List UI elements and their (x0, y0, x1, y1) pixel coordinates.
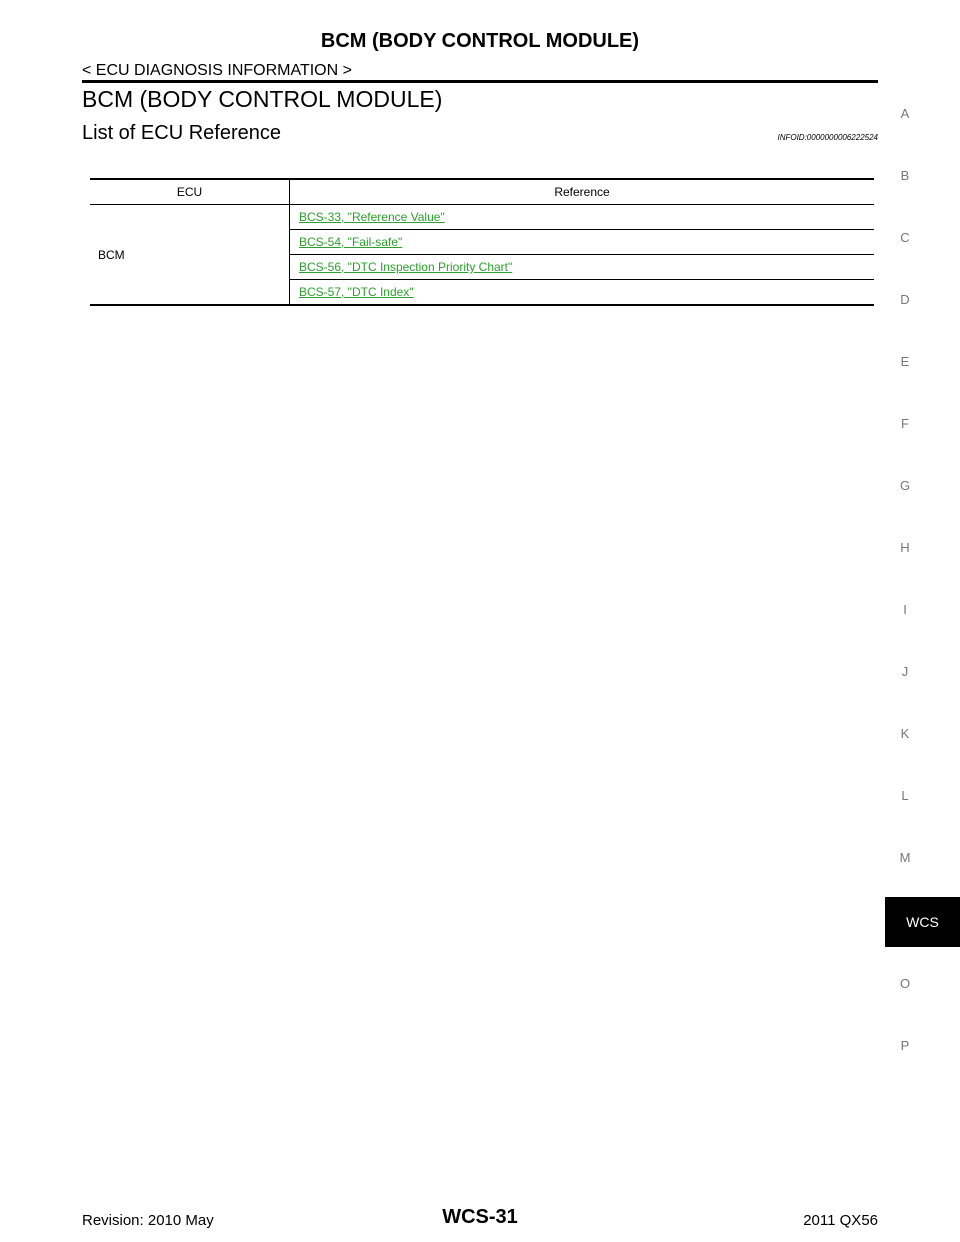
index-tab-d[interactable]: D (900, 292, 910, 307)
index-tab-p[interactable]: P (900, 1038, 910, 1053)
subsection-heading: List of ECU Reference (82, 122, 281, 144)
header-divider (82, 80, 878, 83)
column-header-reference: Reference (554, 185, 610, 199)
index-tab-j[interactable]: J (901, 664, 909, 679)
index-tab-c[interactable]: C (900, 230, 910, 245)
reference-link[interactable]: BCS-54, "Fail-safe" (299, 235, 403, 249)
reference-link[interactable]: BCS-57, "DTC Index" (299, 285, 414, 299)
table-row: BCM BCS-33, "Reference Value" (90, 204, 874, 306)
index-tab-m[interactable]: M (899, 850, 911, 865)
index-tab-b[interactable]: B (900, 168, 910, 183)
index-tab-o[interactable]: O (899, 976, 911, 991)
index-tab-k[interactable]: K (900, 726, 910, 741)
index-tab-l[interactable]: L (901, 788, 909, 803)
footer-revision: Revision: 2010 May (82, 1212, 214, 1229)
reference-cell: BCS-33, "Reference Value" (289, 204, 874, 230)
reference-link[interactable]: BCS-56, "DTC Inspection Priority Chart" (299, 260, 513, 274)
ecu-cell: BCM (90, 204, 290, 306)
index-tab-h[interactable]: H (900, 540, 910, 555)
reference-link[interactable]: BCS-33, "Reference Value" (299, 210, 445, 224)
page-title: BCM (BODY CONTROL MODULE) (320, 30, 640, 52)
index-tab-a[interactable]: A (900, 106, 910, 121)
column-header-ecu: ECU (90, 179, 290, 205)
index-tab-f[interactable]: F (901, 416, 909, 431)
index-tab-e[interactable]: E (900, 354, 910, 369)
info-id: INFOID:0000000006222524 (777, 133, 878, 142)
index-tab-i[interactable]: I (903, 602, 907, 617)
reference-cell: BCS-54, "Fail-safe" (289, 229, 874, 255)
table-header-row: ECU Reference (90, 179, 874, 205)
reference-cell: BCS-57, "DTC Index" (289, 279, 874, 306)
section-breadcrumb: < ECU DIAGNOSIS INFORMATION > (82, 62, 352, 79)
index-tab-wcs-active[interactable]: WCS (885, 897, 960, 947)
table-row: BCS-54, "Fail-safe" (90, 229, 874, 255)
footer-page-number: WCS-31 (442, 1206, 518, 1228)
table-row: BCS-57, "DTC Index" (90, 279, 874, 306)
ecu-reference-table: ECU Reference BCM BCS-33, "Reference Val… (90, 178, 874, 306)
footer-model: 2011 QX56 (803, 1212, 878, 1229)
reference-cell: BCS-56, "DTC Inspection Priority Chart" (289, 254, 874, 280)
section-heading: BCM (BODY CONTROL MODULE) (82, 86, 443, 112)
table-row: BCS-56, "DTC Inspection Priority Chart" (90, 254, 874, 280)
index-tab-g[interactable]: G (899, 478, 911, 493)
